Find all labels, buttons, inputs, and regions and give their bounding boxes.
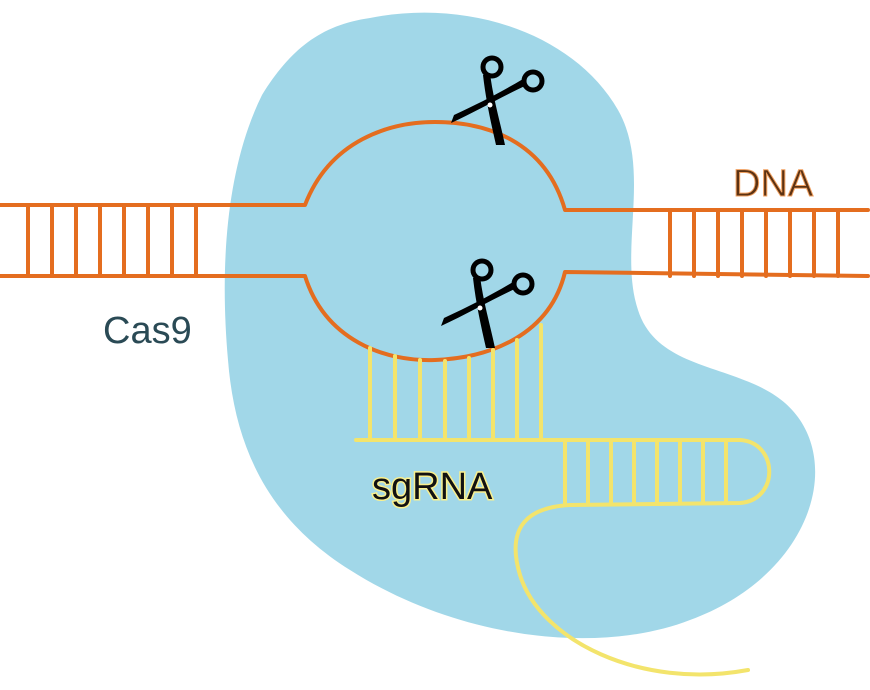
dna-base-pairs-left: [26, 203, 198, 278]
dna-bottom-strand: [0, 270, 870, 363]
cas9-protein: [224, 12, 816, 639]
cas9-label: Cas9: [103, 310, 192, 352]
dna-base-pairs-right: [668, 208, 840, 278]
sgrna-label: sgRNA: [372, 466, 493, 508]
sgrna-backbone: [354, 438, 772, 677]
dna-label: DNA: [733, 163, 814, 205]
dna-double-helix: [0, 120, 870, 363]
dna-top-strand: [0, 120, 870, 212]
sgrna-strand: [354, 323, 772, 677]
sgrna-hairpin-pairs: [563, 440, 728, 505]
sgrna-guide-pairs: [368, 323, 543, 442]
